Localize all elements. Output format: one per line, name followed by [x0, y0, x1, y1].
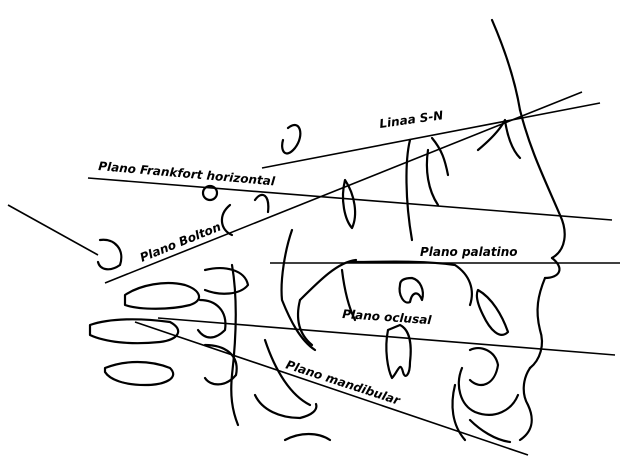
line-mandibular: [135, 322, 528, 455]
label-oclusal: Plano oclusal: [342, 307, 433, 327]
label-palatino: Plano palatino: [420, 245, 518, 259]
label-bolton: Plano Bolton: [138, 220, 223, 265]
line-bolton-left: [8, 205, 98, 255]
label-sn: Linaa S-N: [378, 108, 444, 131]
label-frankfort: Plano Frankfort horizontal: [98, 159, 277, 188]
